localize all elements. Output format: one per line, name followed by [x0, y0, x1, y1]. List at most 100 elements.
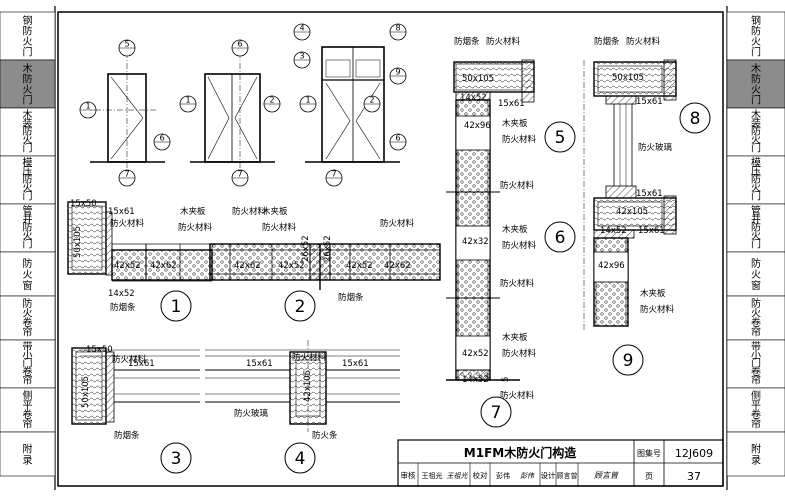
- tab-label-char: 门: [751, 94, 761, 107]
- dimension-label: 42x52: [114, 261, 141, 271]
- drawing-title: M1FM木防火门构造: [464, 445, 577, 460]
- tab-label-char: 防: [751, 125, 761, 138]
- tab-label-char: 防: [23, 221, 33, 234]
- designer-name: 顾言曾: [557, 471, 578, 480]
- tab-label-char: 防: [751, 297, 761, 310]
- dimension-label: 防火玻璃: [638, 142, 673, 153]
- dimension-label: 防火材料: [502, 240, 537, 251]
- page-number: 37: [687, 470, 701, 483]
- dimension-label: 防火玻璃: [234, 408, 269, 419]
- tab-label-char: 压: [23, 165, 33, 177]
- dimension-label: 15x61: [498, 99, 525, 109]
- section-number-circle: [480, 396, 512, 428]
- section-number: 4: [295, 449, 306, 469]
- tab-label-char: 火: [751, 269, 761, 281]
- tab-label-char: 火: [23, 36, 33, 48]
- tab-label-char: 帘: [751, 374, 761, 387]
- tab-label-char: 火: [23, 230, 33, 242]
- tab-background: [726, 431, 785, 477]
- section-number-circle: [679, 102, 711, 134]
- dimension-label: 防火材料: [232, 206, 267, 217]
- dimension-label: 防火材料: [640, 304, 675, 315]
- section-567-drawing: [446, 59, 535, 381]
- checker-signature: 彭伟: [520, 472, 535, 480]
- dimension-label: 防烟条: [114, 430, 140, 441]
- tab-label-char: 卷: [23, 365, 33, 378]
- tab-label-char: 防: [23, 73, 33, 86]
- checker-name: 彭伟: [496, 471, 510, 480]
- tab-label-char: 火: [751, 182, 761, 194]
- page-label: 页: [645, 472, 653, 481]
- tab-label-char: 火: [751, 230, 761, 242]
- tab-label-char: 带: [23, 341, 33, 353]
- tab-label-char: 防: [751, 257, 761, 270]
- tab-label-char: 装: [751, 116, 761, 129]
- callout-number: 1: [305, 96, 310, 105]
- tab-label-char: 防: [751, 73, 761, 86]
- callout-number: 8: [395, 24, 400, 33]
- door-elevation-2: [190, 52, 275, 180]
- reviewer-name: 王祖光: [422, 471, 443, 480]
- tab-label-char: 模: [23, 157, 33, 169]
- dimension-label: 14x52: [600, 226, 627, 236]
- tab-label-char: 卷: [751, 365, 761, 378]
- dimension-label: 15x50: [86, 345, 113, 355]
- dimension-label: 防烟条: [454, 36, 480, 47]
- tab-label-char: 防: [23, 173, 33, 186]
- section-2-drawing: [209, 243, 441, 290]
- section-number-circle: [544, 121, 576, 153]
- dimension-label: 15x61: [128, 359, 155, 369]
- callout-number: 2: [369, 96, 374, 105]
- tab-label-char: 窗: [23, 279, 33, 292]
- tab-label-char: 平: [751, 401, 761, 412]
- callout-number: 6: [395, 134, 400, 143]
- callout-number: 5: [124, 40, 129, 49]
- dimension-label: 木夹板: [180, 206, 206, 217]
- callout-number: 2: [269, 96, 274, 105]
- tab-label-char: 门: [751, 142, 761, 155]
- tab-label-char: 帘: [751, 418, 761, 431]
- tab-background: [0, 251, 56, 297]
- dimension-label: 42x52: [278, 261, 305, 271]
- section-number-circle: [612, 344, 644, 376]
- tab-label-char: 火: [23, 84, 33, 96]
- tab-label-char: 门: [23, 357, 33, 370]
- dimension-label: 14x52: [462, 375, 489, 385]
- door-elevation-1: [90, 52, 165, 180]
- reviewer-signature: 王祖光: [447, 472, 469, 480]
- tab-label-char: 火: [23, 134, 33, 146]
- tab-background: [0, 107, 56, 157]
- dimension-label: 防火材料: [500, 180, 535, 191]
- dimension-label: 防烟条: [594, 36, 620, 47]
- dimension-label: 15x61: [246, 359, 273, 369]
- tab-label-char: 钢: [23, 14, 33, 27]
- tab-label-char: 火: [751, 36, 761, 48]
- section-89-drawing: [583, 59, 677, 330]
- dimension-label: 14x52: [108, 289, 135, 299]
- dimension-label: 木夹板: [502, 224, 528, 235]
- tab-label-char: 木: [23, 63, 33, 75]
- section-number: 3: [171, 449, 182, 469]
- door-elevation-3: [305, 46, 400, 163]
- tab-label-char: 附: [751, 443, 761, 456]
- tab-background: [0, 295, 56, 341]
- callout-number: 1: [85, 102, 90, 111]
- dimension-label: 26x52: [323, 235, 333, 262]
- tab-label-char: 帘: [23, 374, 33, 387]
- section-number-circle: [284, 290, 316, 322]
- section-4-drawing: [205, 340, 400, 432]
- tab-label-char: 门: [23, 46, 33, 59]
- tab-label-char: 钢: [751, 14, 761, 27]
- tab-label-char: 火: [23, 182, 33, 194]
- dimension-label: 防火材料: [502, 348, 537, 359]
- dimension-label: 防火材料: [110, 218, 145, 229]
- dimension-label: 42x32: [462, 237, 489, 247]
- tab-background: [0, 59, 56, 109]
- section-number: 1: [171, 297, 182, 317]
- tab-background: [726, 155, 785, 205]
- dimension-label: 50x105: [73, 226, 83, 258]
- dimension-label: 42x62: [384, 261, 411, 271]
- section-number: 5: [555, 128, 566, 148]
- dimension-label: 防火材料: [178, 222, 213, 233]
